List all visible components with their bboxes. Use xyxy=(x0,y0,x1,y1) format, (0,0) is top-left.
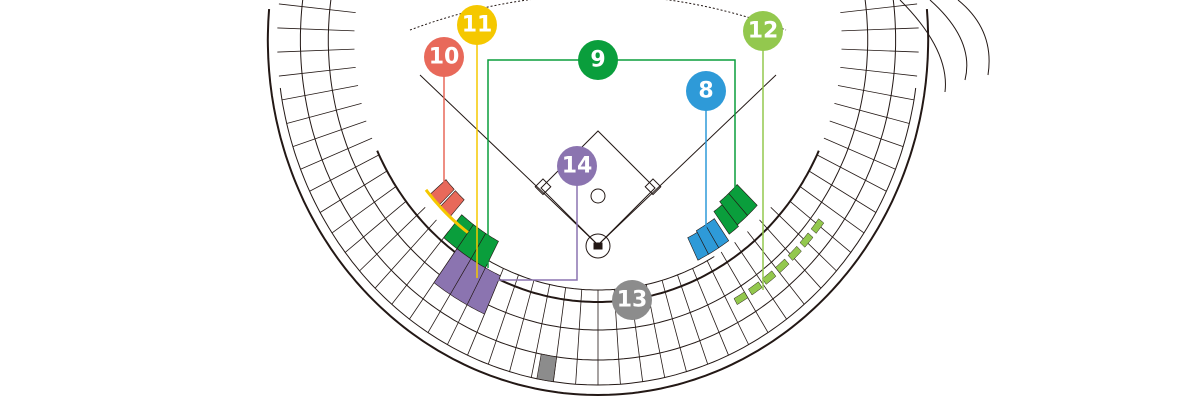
seat-block-divider xyxy=(808,170,877,213)
seat-block-divider xyxy=(391,231,449,305)
marker-label: 9 xyxy=(590,48,605,73)
highlighted-sections xyxy=(424,179,825,382)
section-12-seats[interactable] xyxy=(748,281,763,296)
section-marker-10[interactable]: 10 xyxy=(424,37,464,77)
seat-block-divider xyxy=(530,284,551,378)
home-plate xyxy=(593,242,603,250)
seat-block-divider xyxy=(734,242,787,320)
outfield-fence xyxy=(409,0,787,31)
seat-block-divider xyxy=(834,102,910,124)
baseball-field xyxy=(409,0,787,259)
seat-block-divider xyxy=(692,268,729,356)
seat-block-divider xyxy=(841,27,919,32)
third-base xyxy=(534,178,552,196)
section-12-seats[interactable] xyxy=(761,270,777,285)
marker-circle xyxy=(612,280,652,320)
marker-circle xyxy=(578,40,618,80)
section-marker-14[interactable]: 14 xyxy=(557,146,597,186)
seat-block-divider xyxy=(319,170,388,213)
section-12-seats[interactable] xyxy=(787,245,802,261)
home-plate-circle xyxy=(585,233,611,259)
seat-block-divider xyxy=(344,200,407,253)
seat-block-divider xyxy=(374,219,437,289)
seat-block-divider xyxy=(286,102,362,124)
section-11-seats[interactable] xyxy=(424,188,469,234)
seat-block-divider xyxy=(359,206,426,272)
seat-block-divider xyxy=(706,260,749,345)
stand-ring xyxy=(266,9,930,397)
seat-block-divider xyxy=(277,27,355,32)
stand-ring xyxy=(481,256,715,291)
section-9-seats[interactable] xyxy=(713,204,739,235)
section-12-seats[interactable] xyxy=(733,291,749,305)
marker-label: 11 xyxy=(462,13,493,38)
seat-block-divider xyxy=(661,280,687,372)
upper-deck-outline xyxy=(899,0,990,93)
seat-block-divider xyxy=(309,154,380,192)
leader-line xyxy=(490,166,578,281)
section-13-seats[interactable] xyxy=(536,353,557,382)
marker-label: 14 xyxy=(562,154,593,179)
marker-circle xyxy=(557,146,597,186)
section-12-seats[interactable] xyxy=(810,218,825,234)
seat-block-divider xyxy=(841,48,919,53)
seat-block-divider xyxy=(487,274,519,365)
seat-block-divider xyxy=(281,85,359,101)
section-12-seats[interactable] xyxy=(799,232,814,248)
seat-block-divider xyxy=(840,66,918,77)
marker-circle xyxy=(424,37,464,77)
leader-lines xyxy=(443,25,764,290)
section-8-seats[interactable] xyxy=(695,224,720,255)
section-9-seats[interactable] xyxy=(719,192,748,226)
seat-block-divider xyxy=(292,120,367,147)
section-marker-8[interactable]: 8 xyxy=(686,71,726,111)
infield-diamond xyxy=(540,130,656,246)
pitchers-mound xyxy=(590,188,606,204)
foul-line-right xyxy=(597,74,777,246)
section-marker-12[interactable]: 12 xyxy=(743,11,783,51)
marker-label: 12 xyxy=(748,19,779,44)
section-8-seats[interactable] xyxy=(687,231,709,261)
section-marker-13[interactable]: 13 xyxy=(612,280,652,320)
first-base xyxy=(644,178,662,196)
seat-block-divider xyxy=(277,48,355,53)
marker-label: 13 xyxy=(617,288,648,313)
section-12-seats[interactable] xyxy=(775,258,790,274)
stand-outlines xyxy=(266,0,990,397)
section-marker-9[interactable]: 9 xyxy=(578,40,618,80)
seat-block-divider xyxy=(816,154,887,192)
seat-block-divider xyxy=(300,137,373,170)
seat-block-divider xyxy=(331,186,397,234)
marker-circle xyxy=(743,11,783,51)
marker-circle xyxy=(686,71,726,111)
seat-block-divider xyxy=(278,66,356,77)
seat-block-divider xyxy=(840,3,918,14)
seat-block-divider xyxy=(575,289,583,385)
foul-line-left xyxy=(419,74,599,246)
seat-block-divider xyxy=(278,3,356,14)
seat-block-divider xyxy=(829,120,904,147)
marker-label: 8 xyxy=(698,79,713,104)
marker-circle xyxy=(457,5,497,45)
section-14-seats[interactable] xyxy=(433,248,472,295)
section-9-seats[interactable] xyxy=(443,214,474,250)
seat-block-divider xyxy=(837,85,915,101)
marker-label: 10 xyxy=(429,45,460,70)
section-marker-11[interactable]: 11 xyxy=(457,5,497,45)
seat-block-divider xyxy=(823,137,896,170)
seat-block-divider xyxy=(509,280,535,372)
seat-block-divider xyxy=(799,186,865,234)
seat-block-divider xyxy=(677,274,709,365)
